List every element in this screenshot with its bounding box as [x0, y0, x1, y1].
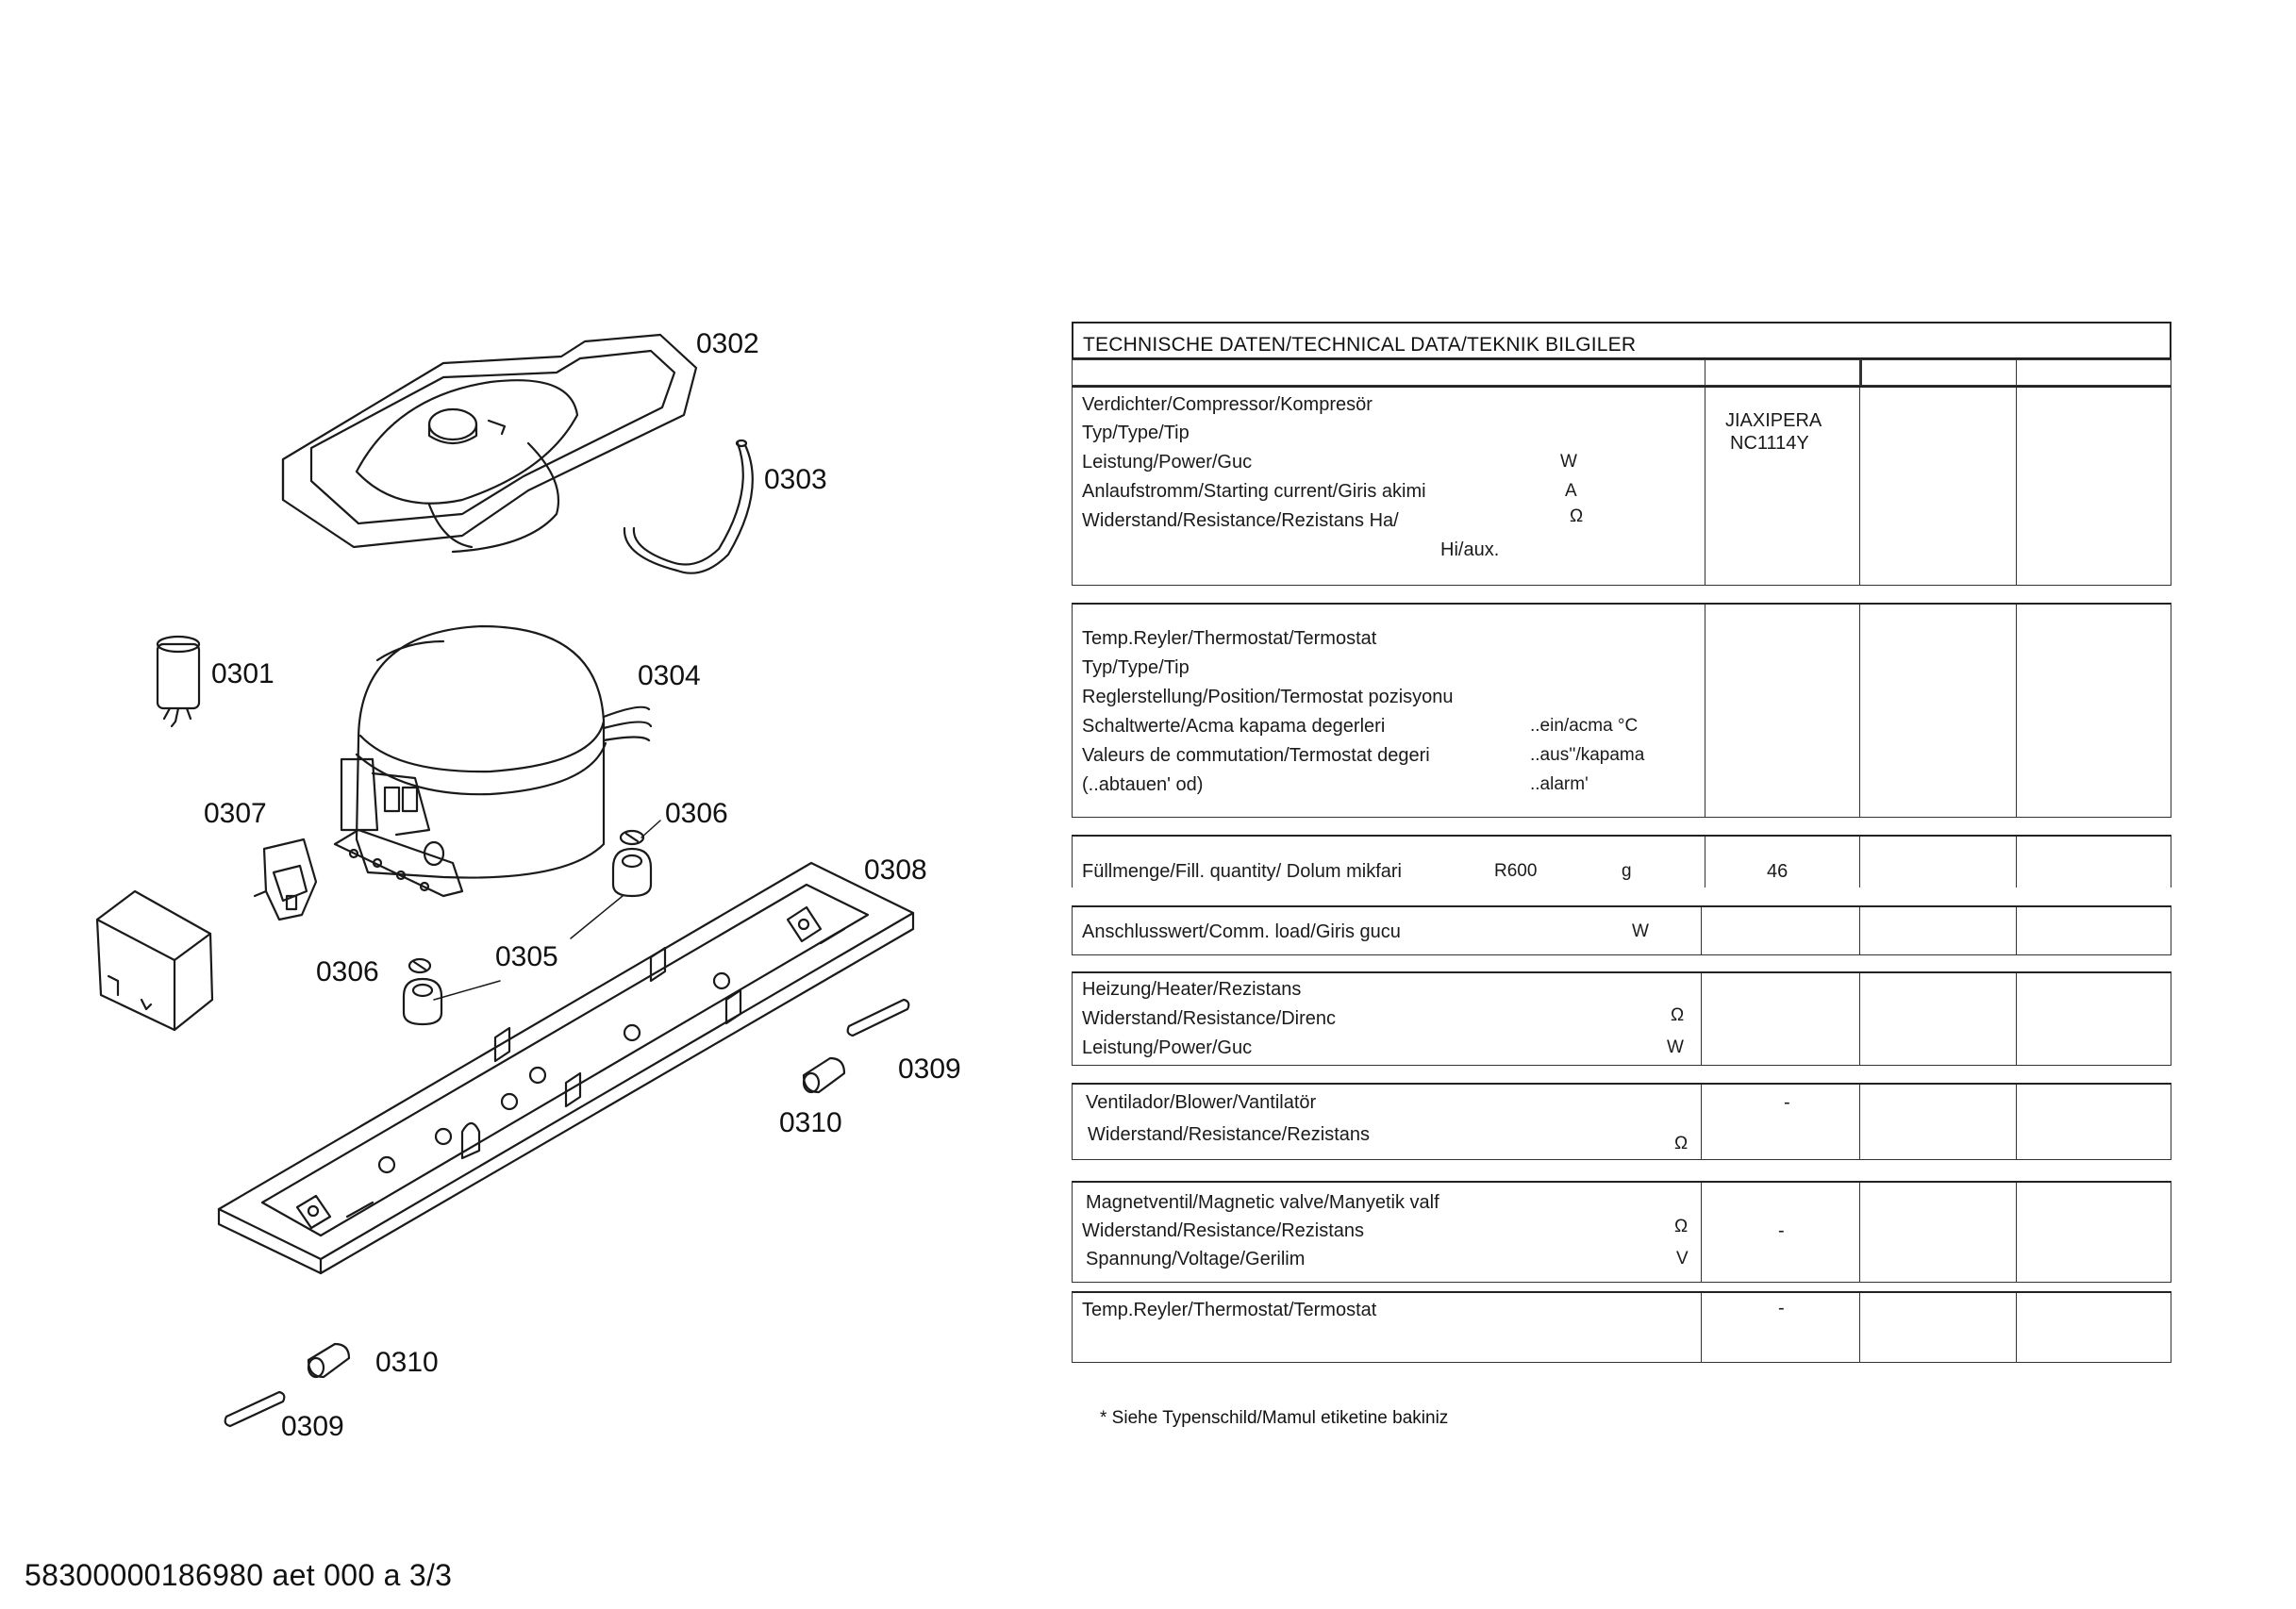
- rubber-grommet-part-0306-top: [619, 829, 645, 846]
- part-label-0310-bottom: 0310: [375, 1347, 439, 1378]
- pin-part-0309-right: [846, 998, 910, 1037]
- compressor-power-label: Leistung/Power/Guc: [1082, 452, 1253, 473]
- thermostat-row-label: Temp.Reyler/Thermostat/Termostat: [1082, 628, 1377, 649]
- thermostat-switching-label: Schaltwerte/Acma kapama degerleri: [1082, 716, 1386, 737]
- pin-part-0309-bottom: [224, 1390, 286, 1428]
- magnetic-valve-section: Magnetventil/Magnetic valve/Manyetik val…: [1072, 1181, 2171, 1283]
- base-frame-part-0308: [217, 861, 915, 1275]
- connection-load-label: Anschlusswert/Comm. load/Giris gucu: [1082, 921, 1401, 942]
- bushing-part-0305-bottom: [402, 977, 443, 1026]
- refrigerant-type: R600: [1494, 861, 1538, 881]
- document-number: 58300000186980 aet 000 a 3/3: [25, 1558, 453, 1592]
- valve-value: -: [1778, 1220, 1785, 1241]
- relay-cover-part-0307: [95, 889, 214, 1032]
- temp-relay-section: Temp.Reyler/Thermostat/Termostat -: [1072, 1291, 2171, 1363]
- heater-resistance-unit: Ω: [1671, 1005, 1685, 1025]
- compressor-resistance-unit: Ω: [1570, 506, 1584, 526]
- blower-row-label: Ventilador/Blower/Vantilatör: [1086, 1092, 1317, 1113]
- compressor-starting-current-label: Anlaufstromm/Starting current/Giris akim…: [1082, 481, 1426, 502]
- blower-value: -: [1784, 1092, 1790, 1113]
- compressor-power-unit: W: [1560, 452, 1577, 472]
- part-label-0309-right: 0309: [898, 1053, 961, 1085]
- part-label-0306-bottom: 0306: [316, 956, 379, 987]
- thermostat-type-label: Typ/Type/Tip: [1082, 657, 1190, 678]
- thermostat-values-label: Valeurs de commutation/Termostat degeri: [1082, 745, 1430, 766]
- thermostat-section: Temp.Reyler/Thermostat/Termostat Typ/Typ…: [1072, 603, 2171, 818]
- footnote: * Siehe Typenschild/Mamul etiketine baki…: [1100, 1408, 1449, 1428]
- fill-quantity-unit: g: [1622, 861, 1632, 881]
- thermostat-on-label: ..ein/acma °C: [1530, 716, 1639, 736]
- part-label-0301: 0301: [211, 658, 275, 689]
- compressor-row-label: Verdichter/Compressor/Kompresör: [1082, 394, 1373, 415]
- compressor-type-label: Typ/Type/Tip: [1082, 423, 1190, 443]
- temp-relay-value: -: [1778, 1298, 1785, 1319]
- blower-resistance-unit: Ω: [1674, 1134, 1689, 1153]
- technical-data-title: TECHNISCHE DATEN/TECHNICAL DATA/TEKNIK B…: [1083, 334, 1637, 356]
- valve-resistance-label: Widerstand/Resistance/Rezistans: [1082, 1220, 1365, 1241]
- thermostat-defrost-label: (..abtauen' od): [1082, 774, 1204, 795]
- blower-resistance-label: Widerstand/Resistance/Rezistans: [1088, 1124, 1371, 1145]
- capacitor-part-0301: [156, 635, 201, 728]
- compressor-model-value: JIAXIPERA: [1725, 410, 1822, 431]
- heater-row-label: Heizung/Heater/Rezistans: [1082, 979, 1302, 1000]
- part-label-0304: 0304: [638, 660, 701, 691]
- valve-voltage-label: Spannung/Voltage/Gerilim: [1086, 1249, 1306, 1269]
- compressor-resistance-label: Widerstand/Resistance/Rezistans Ha/: [1082, 510, 1399, 531]
- technical-data-title-bar: TECHNISCHE DATEN/TECHNICAL DATA/TEKNIK B…: [1072, 322, 2171, 359]
- fill-quantity-section: Füllmenge/Fill. quantity/ Dolum mikfari …: [1072, 835, 2171, 887]
- part-label-0302: 0302: [696, 328, 759, 359]
- sleeve-part-0310-bottom: [307, 1342, 351, 1379]
- thermostat-off-label: ..aus''/kapama: [1530, 745, 1645, 765]
- part-label-0309-bottom: 0309: [281, 1411, 344, 1442]
- thermostat-position-label: Reglerstellung/Position/Termostat pozisy…: [1082, 687, 1454, 707]
- heater-section: Heizung/Heater/Rezistans Widerstand/Resi…: [1072, 971, 2171, 1066]
- part-label-0305: 0305: [495, 941, 558, 972]
- bushing-part-0305-top: [611, 847, 653, 898]
- valve-row-label: Magnetventil/Magnetic valve/Manyetik val…: [1086, 1192, 1439, 1213]
- connection-load-section: Anschlusswert/Comm. load/Giris gucu W: [1072, 905, 2171, 955]
- exploded-parts-diagram: 0302 0303 0301 0304 0307 0306 0308 0306 …: [95, 328, 961, 1442]
- part-label-0307: 0307: [204, 798, 267, 829]
- blower-section: Ventilador/Blower/Vantilatör Widerstand/…: [1072, 1083, 2171, 1160]
- compressor-section: Verdichter/Compressor/Kompresör Typ/Type…: [1072, 386, 2171, 586]
- sleeve-part-0310-right: [802, 1056, 846, 1094]
- heater-power-unit: W: [1667, 1037, 1684, 1057]
- relay-part-0307: [253, 838, 318, 921]
- valve-voltage-unit: V: [1676, 1249, 1689, 1269]
- compressor-part-0304: [333, 624, 653, 898]
- compressor-current-unit: A: [1565, 481, 1577, 501]
- fill-quantity-value: 46: [1767, 861, 1789, 882]
- part-label-0306-top: 0306: [665, 798, 728, 829]
- compressor-code-value: NC1114Y: [1730, 433, 1809, 454]
- rubber-grommet-part-0306-bottom: [408, 957, 432, 974]
- fill-quantity-label: Füllmenge/Fill. quantity/ Dolum mikfari: [1082, 861, 1402, 882]
- connection-load-unit: W: [1632, 921, 1649, 941]
- table-header-row: [1072, 359, 2171, 386]
- drip-tray-part-0302: [281, 333, 698, 554]
- temp-relay-label: Temp.Reyler/Thermostat/Termostat: [1082, 1300, 1377, 1320]
- compressor-aux-label: Hi/aux.: [1440, 539, 1500, 560]
- part-label-0308: 0308: [864, 854, 927, 886]
- thermostat-alarm-label: ..alarm': [1530, 774, 1589, 794]
- part-label-0310-right: 0310: [779, 1107, 842, 1138]
- heater-power-label: Leistung/Power/Guc: [1082, 1037, 1253, 1058]
- valve-resistance-unit: Ω: [1674, 1217, 1689, 1236]
- part-label-0303: 0303: [764, 464, 827, 495]
- heater-resistance-label: Widerstand/Resistance/Direnc: [1082, 1008, 1336, 1029]
- drain-hose-part-0303: [623, 439, 754, 574]
